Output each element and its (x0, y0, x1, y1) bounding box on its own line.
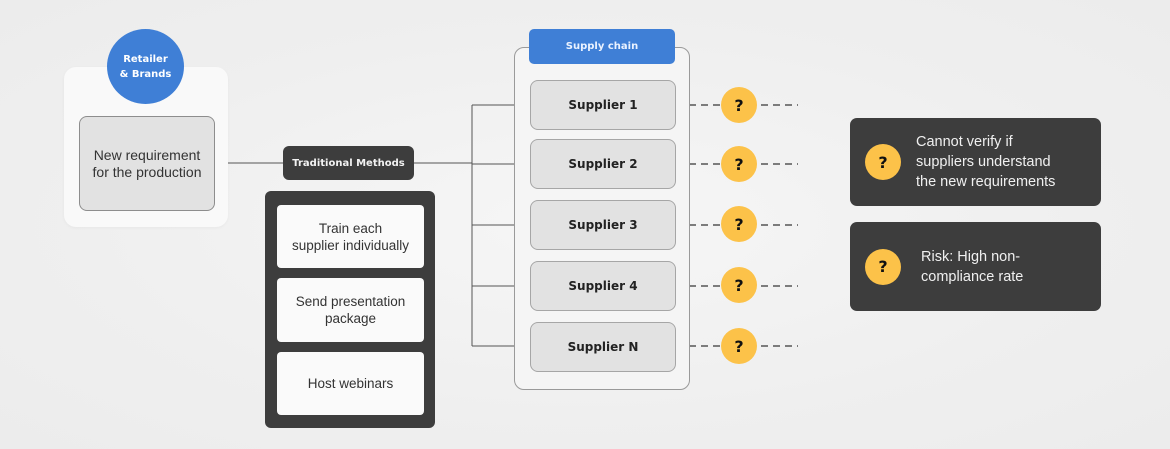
method-train-individually: Train each supplier individually (277, 205, 424, 268)
retailer-brands-badge: Retailer & Brands (107, 29, 184, 104)
question-mark-icon: ? (721, 328, 757, 364)
question-mark-icon: ? (721, 146, 757, 182)
question-mark-icon: ? (721, 206, 757, 242)
traditional-methods-label: Traditional Methods (283, 146, 414, 180)
question-mark-icon: ? (865, 144, 901, 180)
outcome-card-verification: ? Cannot verify if suppliers understand … (850, 118, 1101, 206)
supplier-box: Supplier 4 (530, 261, 676, 311)
outcome-text: Cannot verify if suppliers understand th… (916, 134, 1056, 190)
supplier-box: Supplier N (530, 322, 676, 372)
question-mark-icon: ? (721, 267, 757, 303)
supplier-box: Supplier 2 (530, 139, 676, 189)
new-requirement-box: New requirement for the production (79, 116, 215, 211)
method-host-webinars: Host webinars (277, 352, 424, 415)
question-mark-icon: ? (721, 87, 757, 123)
supplier-box: Supplier 3 (530, 200, 676, 250)
method-send-presentation: Send presentation package (277, 278, 424, 342)
supplier-box: Supplier 1 (530, 80, 676, 130)
supply-chain-title: Supply chain (529, 29, 675, 64)
question-mark-icon: ? (865, 248, 901, 285)
outcome-card-risk: ? Risk: High non- compliance rate (850, 222, 1101, 311)
outcome-text: Risk: High non- compliance rate (921, 248, 1024, 285)
